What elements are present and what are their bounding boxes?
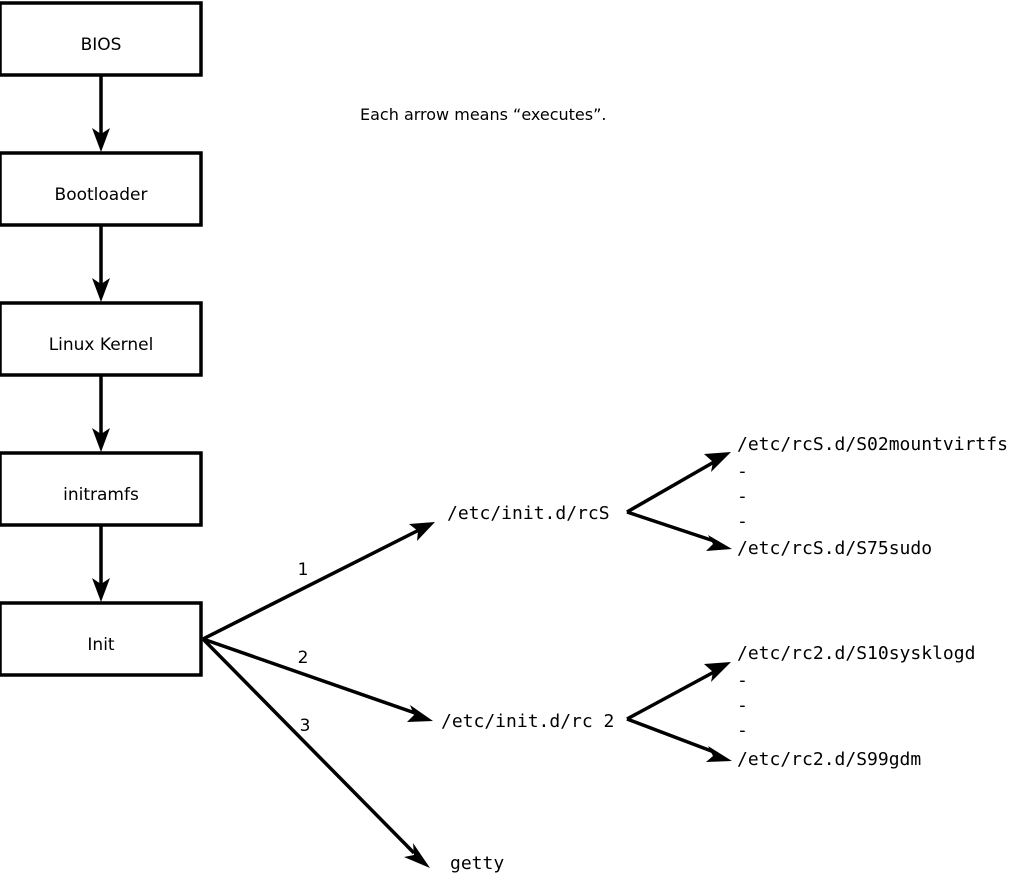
arrow-init-branch-1 xyxy=(202,522,435,641)
rc2-ellipsis-dash-2: - xyxy=(737,695,748,716)
rcs-ellipsis-dash-1: - xyxy=(737,461,748,482)
arrow-rc2-to-last-script xyxy=(626,717,732,762)
rc2-script-last: /etc/rc2.d/S99gdm xyxy=(737,749,921,770)
node-rc2-label: /etc/init.d/rc 2 xyxy=(441,711,614,732)
node-bootloader-label: Bootloader xyxy=(55,185,148,205)
node-linux-kernel-label: Linux Kernel xyxy=(49,335,154,355)
node-rcs-label: /etc/init.d/rcS xyxy=(447,503,610,524)
rc2-script-first: /etc/rc2.d/S10sysklogd xyxy=(737,643,975,664)
node-init-rect xyxy=(0,601,203,677)
edge-number-1: 1 xyxy=(298,560,309,580)
node-initramfs-rect xyxy=(0,451,203,527)
rcs-ellipsis-dash-3: - xyxy=(737,511,748,532)
arrow-initramfs-to-init xyxy=(92,526,110,602)
edge-number-2: 2 xyxy=(298,648,309,668)
legend-note: Each arrow means “executes”. xyxy=(360,105,606,124)
arrow-bootloader-to-kernel xyxy=(92,226,110,302)
node-initramfs-label: initramfs xyxy=(63,485,139,505)
rc2-ellipsis-dash-3: - xyxy=(737,720,748,741)
node-init-label: Init xyxy=(87,635,115,655)
rcs-ellipsis-dash-2: - xyxy=(737,486,748,507)
arrow-rcs-to-last-script xyxy=(626,510,732,551)
arrow-rcs-to-first-script xyxy=(626,452,731,514)
edge-number-3: 3 xyxy=(300,716,311,736)
node-bios: BIOS xyxy=(0,1,203,77)
node-initramfs: initramfs xyxy=(0,451,203,527)
rcs-script-first: /etc/rcS.d/S02mountvirtfs xyxy=(737,434,1008,455)
node-linux-kernel: Linux Kernel xyxy=(0,301,203,377)
node-getty-label: getty xyxy=(450,853,504,874)
arrow-bios-to-bootloader xyxy=(92,76,110,152)
arrow-init-branch-3 xyxy=(201,637,430,868)
node-bios-rect xyxy=(0,1,203,77)
rcs-script-last: /etc/rcS.d/S75sudo xyxy=(737,538,932,559)
node-bios-label: BIOS xyxy=(81,35,122,55)
arrow-init-branch-2 xyxy=(202,637,433,722)
arrow-kernel-to-initramfs xyxy=(92,376,110,452)
node-bootloader: Bootloader xyxy=(0,151,203,227)
node-init: Init xyxy=(0,601,203,677)
node-bootloader-rect xyxy=(0,151,203,227)
node-linux-kernel-rect xyxy=(0,301,203,377)
rc2-ellipsis-dash-1: - xyxy=(737,670,748,691)
arrow-rc2-to-first-script xyxy=(626,662,731,721)
